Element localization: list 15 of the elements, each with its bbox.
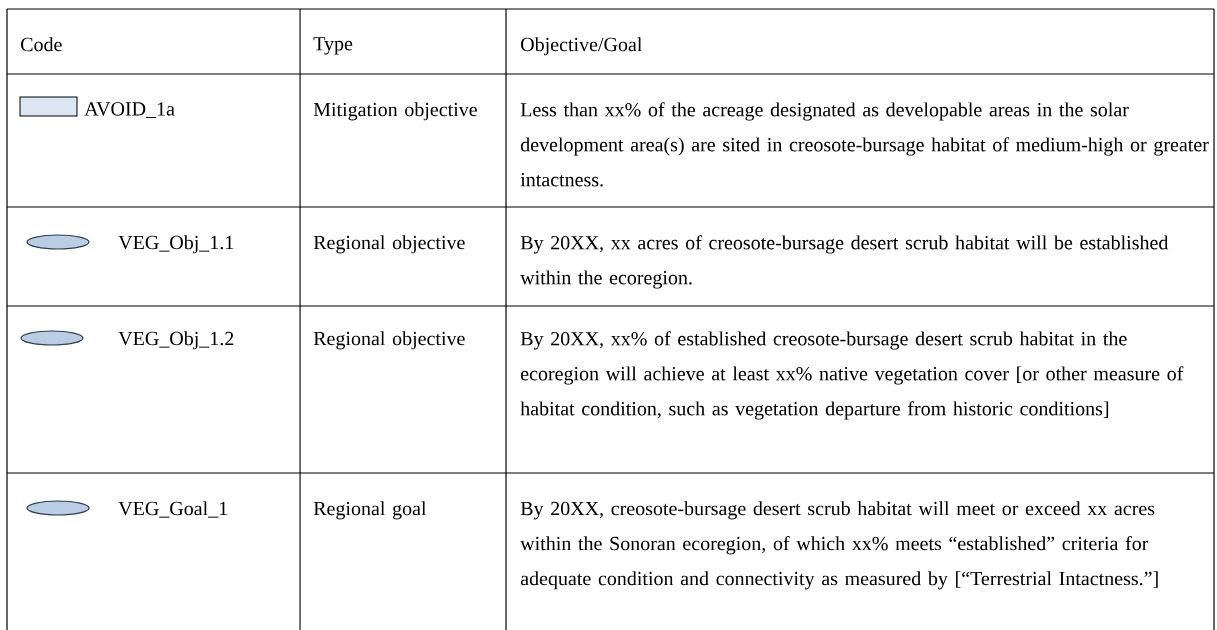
objective-text: By 20XX, xx% of established creosote-bursage desert scrub habitat in the ecoregion will achieve at least xx% native vegetation cover [or other measure of habitat condition, such as vegetation departure from historic conditions]: [520, 331, 1184, 420]
objective-text: Less than xx% of the acreage designated as developable areas in the solar development area(s) are sited in creosote-bursage habitat of medium-high or greater intactness.: [520, 102, 1209, 187]
type-label: Regional objective: [313, 235, 465, 254]
column-header: Code: [21, 37, 62, 52]
type-label: Regional objective: [313, 331, 465, 350]
objective-text: By 20XX, creosote-bursage desert scrub habitat will meet or exceed xx acres within the Sonoran ecoregion, of which xx% meets “established” criteria for adequate condition and connectivity as measured by [“Terrestrial Intactness.”]: [520, 501, 1158, 590]
column-header: Objective/Goal: [521, 37, 642, 56]
code-label: VEG_Obj_1.2: [118, 331, 234, 350]
code-label: VEG_Obj_1.1: [118, 235, 234, 254]
objective-text: By 20XX, xx acres of creosote-bursage desert scrub habitat will be established within the ecoregion.: [520, 235, 1169, 289]
type-label: Regional goal: [313, 501, 427, 520]
type-label: Mitigation objective: [313, 102, 477, 121]
code-label: AVOID_1a: [84, 102, 175, 118]
column-header: Type: [313, 37, 353, 55]
code-label: VEG_Goal_1: [118, 501, 227, 518]
